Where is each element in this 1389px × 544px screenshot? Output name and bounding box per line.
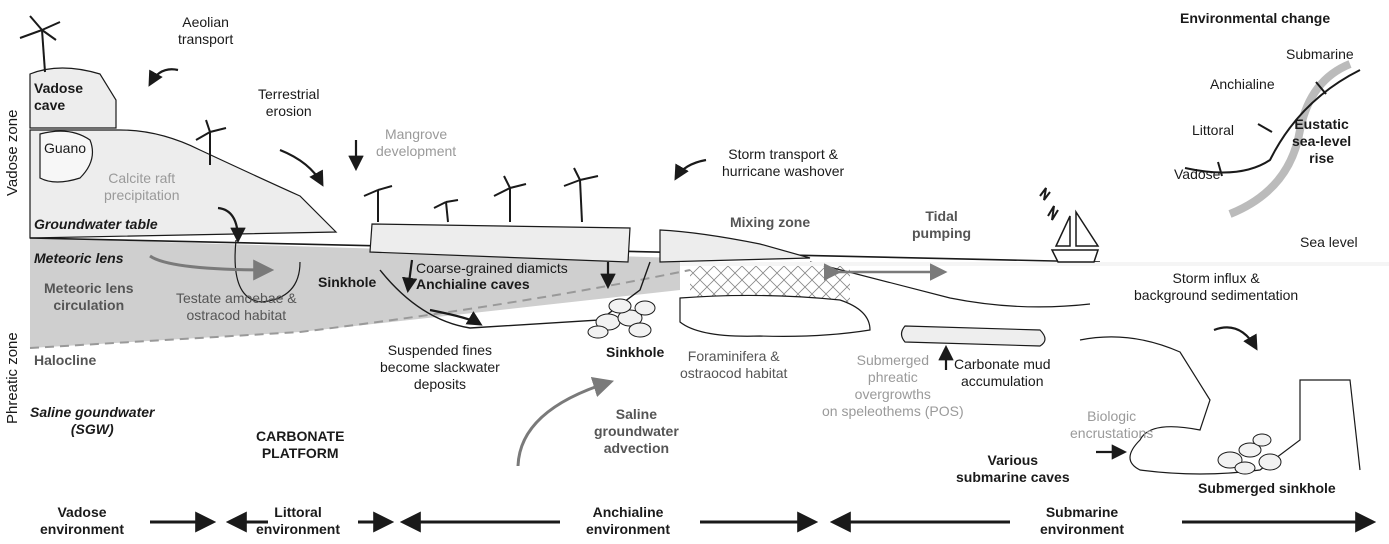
testate-label: Testate amoebae & ostracod habitat bbox=[176, 290, 297, 324]
mixing-zone-label: Mixing zone bbox=[730, 214, 810, 231]
env-label-littoral: Littoral environment bbox=[256, 504, 340, 538]
boulder-pile-sinkhole bbox=[588, 299, 655, 338]
mangrove-label: Mangrove development bbox=[376, 126, 456, 160]
storm-transport-label: Storm transport & hurricane washover bbox=[722, 146, 844, 180]
tidal-pumping-label: Tidal pumping bbox=[912, 208, 971, 242]
carbonate-platform-label: CARBONATE PLATFORM bbox=[256, 428, 344, 462]
eustatic-label: Eustatic sea-level rise bbox=[1292, 116, 1351, 167]
bird-icons bbox=[1040, 188, 1058, 220]
sea-water bbox=[680, 262, 1389, 266]
carbonate-mud-label: Carbonate mud accumulation bbox=[954, 356, 1051, 390]
sea-level-label: Sea level bbox=[1300, 234, 1358, 251]
submerged-sinkhole-boulders bbox=[1218, 434, 1281, 474]
saline-advection-label: Saline groundwater advection bbox=[594, 406, 679, 457]
env-submarine-label: Submarine bbox=[1286, 46, 1354, 63]
sea-floor bbox=[810, 262, 1090, 307]
sinkhole-label-2: Sinkhole bbox=[606, 344, 664, 361]
aeolian-arrow bbox=[150, 69, 178, 84]
terrestrial-erosion-arrow bbox=[280, 150, 322, 184]
mixing-zone-land bbox=[660, 230, 810, 262]
saline-groundwater-label: Saline goundwater (SGW) bbox=[30, 404, 154, 438]
vadose-zone-label: Vadose zone bbox=[4, 110, 21, 196]
sinkhole-label-1: Sinkhole bbox=[318, 274, 376, 291]
env-vadose-label: Vadose bbox=[1174, 166, 1220, 183]
env-label-vadose: Vadose environment bbox=[40, 504, 124, 538]
groundwater-table-label: Groundwater table bbox=[34, 216, 158, 233]
coarse-diamicts-label: Coarse-grained diamicts bbox=[416, 260, 568, 277]
env-littoral-label: Littoral bbox=[1192, 122, 1234, 139]
anchialine-caves-label: Anchialine caves bbox=[416, 276, 530, 293]
foraminifera-cave bbox=[680, 295, 870, 336]
various-caves-label: Various submarine caves bbox=[956, 452, 1070, 486]
meteoric-circulation-label: Meteoric lens circulation bbox=[44, 280, 133, 314]
carbonate-mud-cave bbox=[902, 326, 1046, 346]
suspended-fines-label: Suspended fines become slackwater deposi… bbox=[380, 342, 500, 393]
aeolian-label: Aeolian transport bbox=[178, 14, 233, 48]
submerged-sinkhole-label: Submerged sinkhole bbox=[1198, 480, 1336, 497]
terrestrial-erosion-label: Terrestrial erosion bbox=[258, 86, 319, 120]
vadose-cave-label: Vadose cave bbox=[34, 80, 83, 114]
meteoric-lens-label: Meteoric lens bbox=[34, 250, 123, 267]
calcite-raft-label: Calcite raft precipitation bbox=[104, 170, 180, 204]
submarine-cave-right bbox=[1080, 337, 1360, 474]
env-label-submarine: Submarine environment bbox=[1040, 504, 1124, 538]
biologic-label: Biologic encrustations bbox=[1070, 408, 1153, 442]
env-label-anchialine: Anchialine environment bbox=[586, 504, 670, 538]
foraminifera-label: Foraminifera & ostraocod habitat bbox=[680, 348, 787, 382]
env-anchialine-label: Anchialine bbox=[1210, 76, 1275, 93]
sailboat-icon bbox=[1052, 212, 1098, 262]
env-change-title: Environmental change bbox=[1180, 10, 1330, 27]
storm-influx-label: Storm influx & background sedimentation bbox=[1134, 270, 1298, 304]
pos-label: Submerged phreatic overgrowths on speleo… bbox=[822, 352, 964, 420]
halocline-label: Halocline bbox=[34, 352, 96, 369]
guano-label: Guano bbox=[44, 140, 86, 157]
storm-transport-arrow bbox=[676, 160, 706, 178]
phreatic-zone-label: Phreatic zone bbox=[4, 332, 21, 424]
storm-influx-arrow bbox=[1214, 327, 1256, 348]
